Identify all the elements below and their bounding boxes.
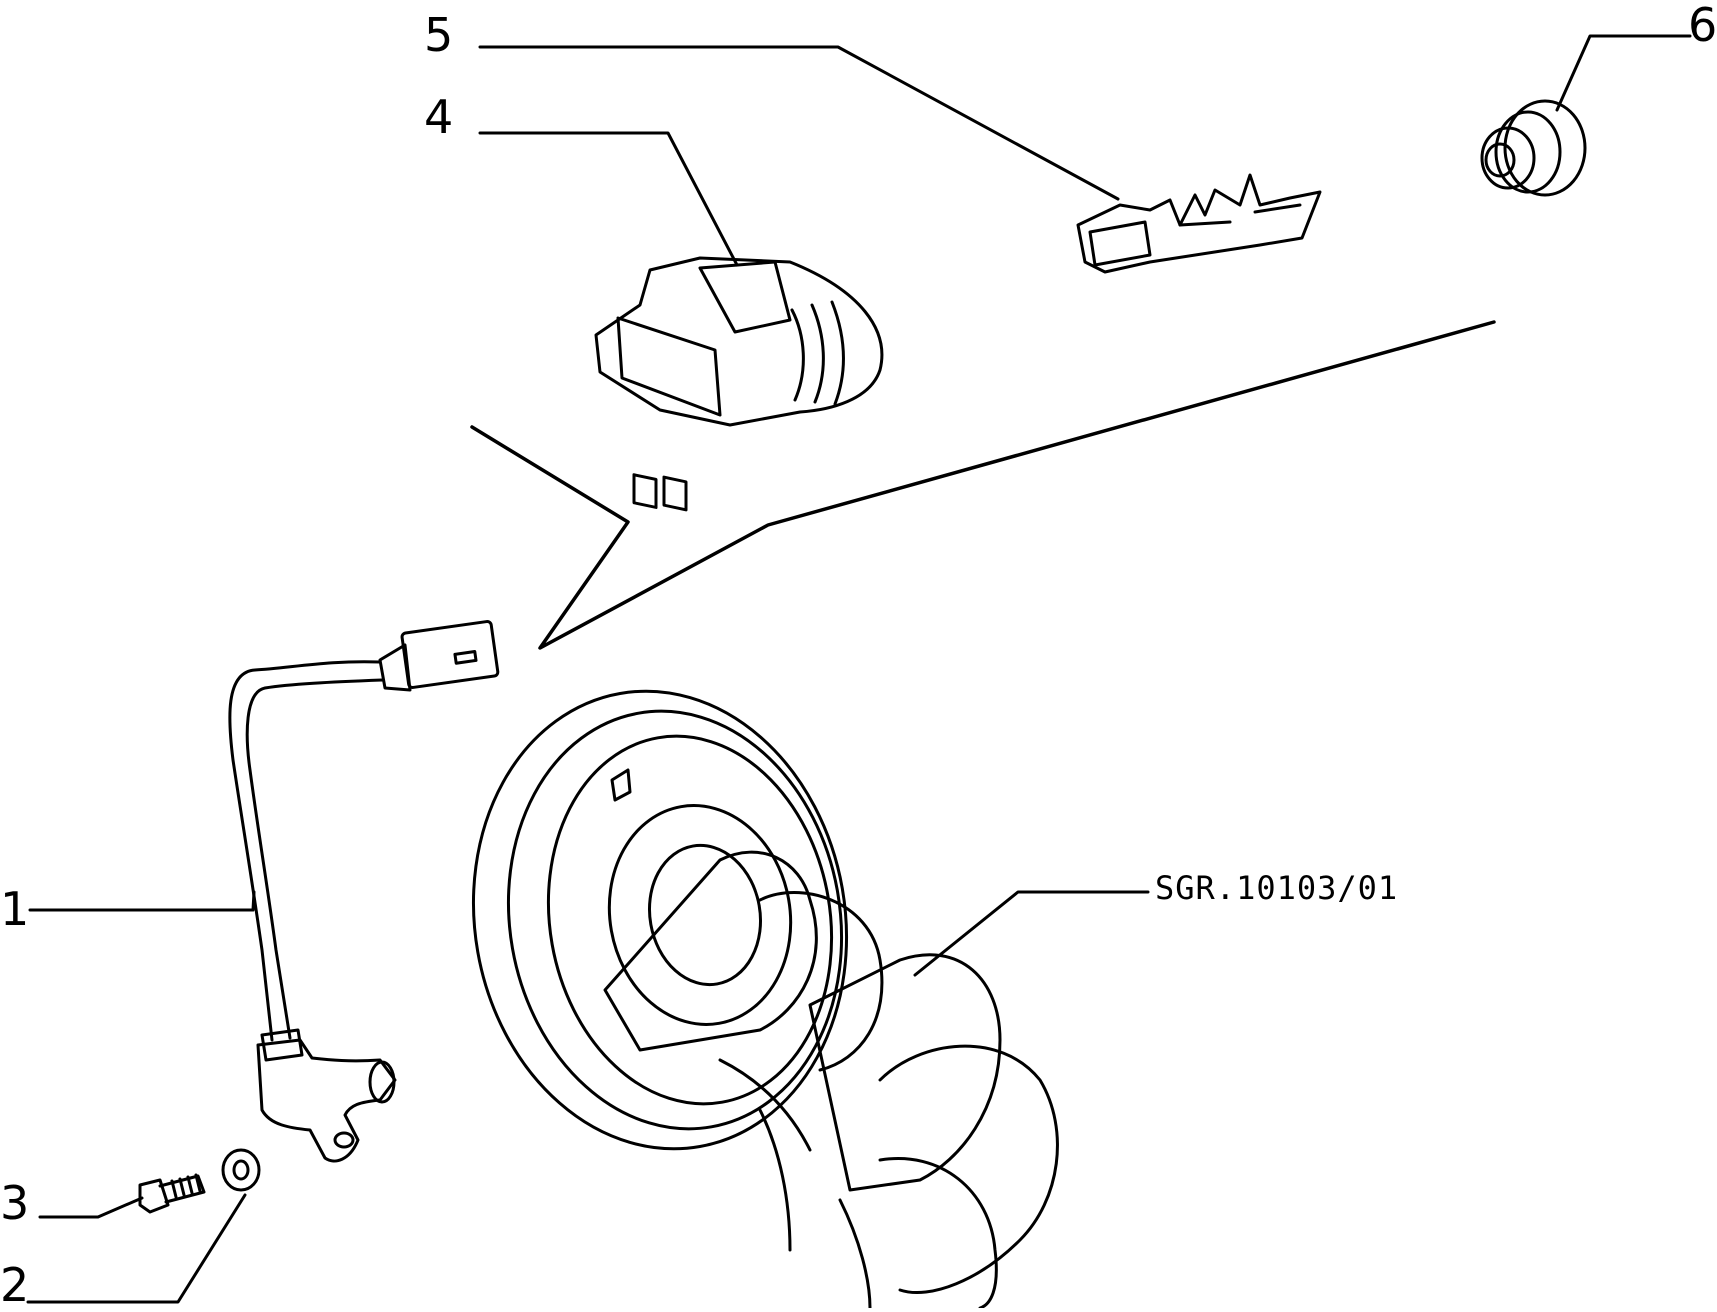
pulley-rim-2 <box>506 709 844 1131</box>
callout-6: 6 <box>1688 0 1717 52</box>
callout-4: 4 <box>424 90 454 144</box>
washer-part <box>221 1148 261 1192</box>
sensor-tip <box>368 1060 396 1104</box>
housing-ribs <box>790 300 845 406</box>
callout-1: 1 <box>0 882 30 936</box>
sensor-cable <box>228 660 382 1042</box>
crank-detail-lines <box>718 1058 872 1308</box>
leader-5 <box>478 45 1120 201</box>
washer-inner <box>232 1159 250 1181</box>
sensor-cable-inner <box>245 678 385 1040</box>
drawing-code-label: SGR.10103/01 <box>1155 869 1399 907</box>
callout-3: 3 <box>0 1176 30 1230</box>
leader-1 <box>28 890 256 912</box>
crank-web-1 <box>603 850 818 1052</box>
sensor-mount-hole <box>333 1131 355 1149</box>
terminal-contact <box>1076 173 1322 274</box>
pulley-outer-rim <box>471 689 849 1151</box>
leader-4 <box>478 131 739 267</box>
sensor-bend-collar <box>260 1028 304 1062</box>
grommet-part <box>1480 99 1587 197</box>
crank-web-2 <box>808 953 1002 1192</box>
terminal-slot-b <box>662 475 688 512</box>
sensor-body <box>256 1038 397 1163</box>
sensor-assembly <box>228 620 500 1163</box>
terminal-tabs <box>1178 203 1302 227</box>
crank-pin <box>878 1044 1059 1295</box>
terminal-body <box>1076 173 1322 274</box>
pulley-rim-3 <box>546 734 834 1106</box>
leader-code <box>913 890 1150 977</box>
leader-lines <box>26 34 1692 1304</box>
grommet-mid <box>1494 110 1562 194</box>
callout-5: 5 <box>424 8 454 62</box>
housing-latch <box>698 260 792 334</box>
detail-wedge <box>470 320 1496 650</box>
washer-outer <box>221 1148 261 1192</box>
screw-part <box>138 1173 206 1214</box>
grommet-hole <box>1484 142 1516 178</box>
leader-6 <box>1555 34 1692 112</box>
housing-outline <box>594 256 884 427</box>
pulley-keyway <box>610 768 632 802</box>
crank-shaft-end <box>878 1157 998 1308</box>
terminal-crimp <box>1088 220 1152 267</box>
leader-2 <box>26 1193 247 1304</box>
connector-housing <box>594 256 884 512</box>
sensor-plug <box>400 620 500 689</box>
screw-thread <box>170 1173 202 1199</box>
housing-face <box>616 316 722 417</box>
plug-boot <box>378 643 412 692</box>
pulley-bore <box>647 843 763 987</box>
pulley-hub <box>607 804 793 1026</box>
screw-head <box>138 1178 170 1214</box>
grommet-boss <box>1480 126 1536 190</box>
plug-slot <box>453 650 478 665</box>
grommet-rim <box>1503 99 1587 197</box>
callout-2: 2 <box>0 1258 30 1312</box>
crank-journal <box>758 891 884 1072</box>
leader-3 <box>38 1196 144 1219</box>
terminal-slot-a <box>632 473 658 509</box>
crankshaft-assembly <box>471 689 1059 1308</box>
